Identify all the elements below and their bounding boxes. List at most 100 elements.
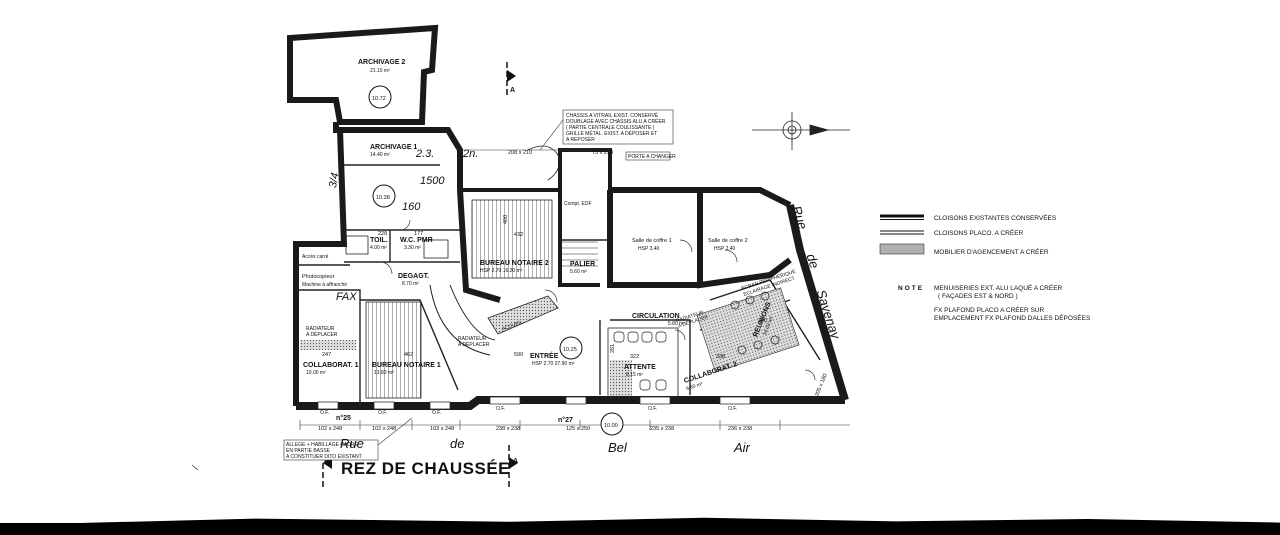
room-toilette-area: 4.00 m²: [370, 245, 387, 251]
legend: CLOISONS EXISTANTES CONSERVÉES CLOISONS …: [879, 213, 1057, 256]
of-mark-5: O.F.: [648, 406, 657, 412]
chassis-line-3: ( PARTIE CENTRALE COULISSANTE ): [566, 125, 655, 131]
annotation-porte: PORTE A CHANGER: [625, 151, 676, 161]
room-salle-de-coffre-1-area: HSP 3.40: [638, 246, 660, 252]
dim-236x238: 236 x 238: [728, 426, 752, 432]
of-mark-4: O.F.: [496, 406, 505, 412]
chassis-line-1: CHASSIS A VITRAIL EXIST. CONSERVÉ: [566, 112, 659, 119]
dim-432: 432: [514, 232, 523, 238]
street-air: Air: [733, 440, 751, 455]
of-mark-1: O.F.: [320, 410, 329, 416]
street-de: de: [450, 436, 464, 451]
dim-177: 177: [414, 231, 423, 237]
north-arrow-icon: [752, 112, 850, 150]
room-collaborat-1: COLLABORAT. 1: [303, 362, 359, 369]
dim-103x248: 103 x 248: [430, 426, 454, 432]
radiateur-label-2: RADIATEUR: [458, 336, 487, 342]
level-10-38: 10.38: [376, 195, 390, 201]
legend-existing-walls: CLOISONS EXISTANTES CONSERVÉES: [934, 213, 1057, 222]
room-circulation-area: 5.80 m²: [668, 321, 685, 327]
handwritten-1500: 1500: [420, 175, 445, 187]
room-wc-pmr: W.C. PMR: [400, 237, 433, 244]
handwritten-3-4: 3/4: [327, 172, 341, 189]
handwritten-2n: 2n.: [462, 148, 478, 160]
dim-322: 322: [630, 354, 639, 360]
room-archivage-1-area: 14.40 m²: [370, 152, 390, 158]
room-bureau-notaire-2: BUREAU NOTAIRE 2: [480, 260, 549, 267]
room-toilette: TOIL.: [370, 237, 388, 244]
chassis-line-5: A REPOSER: [566, 137, 595, 143]
level-10-72: 10.72: [372, 96, 386, 102]
room-salle-de-coffre-2-area: HSP 2.40: [714, 246, 736, 252]
note-line-2: ( FAÇADES EST & NORD ): [938, 293, 1018, 300]
radiateur-label-2b: A DÉPLACER: [458, 341, 490, 348]
dim-590: 590: [514, 352, 523, 358]
note-line-1: MENUISERIES EXT. ALU LAQUÉ A CRÉER: [934, 283, 1063, 292]
room-circulation: CIRCULATION: [632, 313, 680, 320]
machine-affranchir-label: Machine à affranchir: [302, 282, 348, 288]
section-mark-a-bottom: A: [508, 445, 518, 490]
door-swings: [379, 219, 816, 381]
dim-247: 247: [322, 352, 331, 358]
scan-edge: [0, 523, 1280, 535]
dim-228: 228: [378, 231, 387, 237]
street-number-25: n°25: [336, 414, 351, 422]
street-rue: Rue: [340, 436, 364, 451]
street-savenay-rue: Rue: [789, 204, 811, 231]
allege-line-3: A CONSTITUER DITO EXISTANT: [286, 454, 362, 460]
dim-261: 261: [610, 344, 616, 353]
room-salle-de-coffre-2: Salle de coffre 2: [708, 238, 748, 244]
room-entree-area: HSP 2.70 27.90 m²: [532, 361, 575, 367]
note-line-4: EMPLACEMENT FX PLAFOND DALLES DÉPOSÉES: [934, 313, 1091, 322]
room-salle-de-coffre-1: Salle de coffre 1: [632, 238, 672, 244]
room-archivage-2-area: 21.10 m²: [370, 68, 390, 74]
radiateur-label-1b: A DÉPLACER: [306, 331, 338, 338]
room-palier: PALIER: [570, 261, 595, 268]
section-label-a-bottom: A: [513, 458, 518, 465]
annotation-allege: ALLEGE + HABILLAGE CADRE EN PARTIE BASSE…: [283, 417, 413, 461]
handwritten-2-3: 2.3.: [415, 148, 434, 160]
compteur-edf: Compt. EDF: [564, 201, 592, 207]
of-mark-2: O.F.: [378, 410, 387, 416]
acces-label: Accès carré: [302, 254, 329, 260]
dim-208x210: 208 x 210: [508, 150, 532, 156]
section-mark-a-top: A: [506, 62, 516, 98]
room-collaborat-1-area: 10.00 m²: [306, 370, 326, 376]
room-bureau-notaire-2-area: HSP 2.70 16.20 m²: [480, 268, 523, 274]
street-bel: Bel: [608, 440, 628, 455]
room-archivage-2: ARCHIVAGE 2: [358, 59, 405, 66]
drawing-title: REZ DE CHAUSSÉE: [341, 459, 510, 478]
legend-furniture: MOBILIER D'AGENCEMENT A CRÉER: [934, 247, 1049, 256]
windows: [317, 396, 751, 410]
room-entree: ENTRÉE: [530, 351, 559, 360]
allege-line-1: ALLEGE + HABILLAGE CADRE: [286, 442, 359, 448]
porte-a-changer: PORTE A CHANGER: [628, 154, 676, 160]
room-degagement: DEGAGT.: [398, 273, 429, 280]
dim-75x258: 75 x 258: [592, 150, 613, 156]
room-bureau-notaire-1: BUREAU NOTAIRE 1: [372, 362, 441, 369]
dim-338: 338: [716, 354, 725, 360]
radiateur-label-1: RADIATEUR: [306, 326, 335, 332]
dim-205x180: 205 x 180: [814, 373, 829, 398]
room-archivage-1: ARCHIVAGE 1: [370, 144, 417, 151]
handwritten-fax: FAX: [336, 291, 357, 303]
dim-102x248-a: 102 x 248: [318, 426, 342, 432]
section-label-a-top: A: [510, 87, 515, 94]
room-collaborat-2-area: 9.80 m²: [685, 381, 703, 392]
room-bureau-notaire-1-area: 13.80 m²: [374, 370, 394, 376]
dim-462: 462: [404, 352, 413, 358]
note-block: NOTE MENUISERIES EXT. ALU LAQUÉ A CRÉER …: [898, 283, 1091, 322]
dim-238x238: 238 x 238: [496, 426, 520, 432]
room-collaborat-2: COLLABORAT. 2: [683, 361, 738, 385]
chassis-line-2: DOUBLAGE AVEC CHASSIS ALU A CRÉER: [566, 118, 666, 125]
street-savenay-de: de: [803, 252, 822, 270]
dim-125x250: 125 x 250: [566, 426, 590, 432]
handwritten-160: 160: [402, 201, 421, 213]
street-number-27: n°27: [558, 416, 573, 424]
photocopieur-label: Photocopieur: [302, 274, 335, 280]
dim-300: 300: [758, 318, 767, 324]
of-mark-3: O.F.: [432, 410, 441, 416]
level-10-25: 10.25: [563, 347, 577, 353]
dim-400: 400: [503, 215, 509, 224]
